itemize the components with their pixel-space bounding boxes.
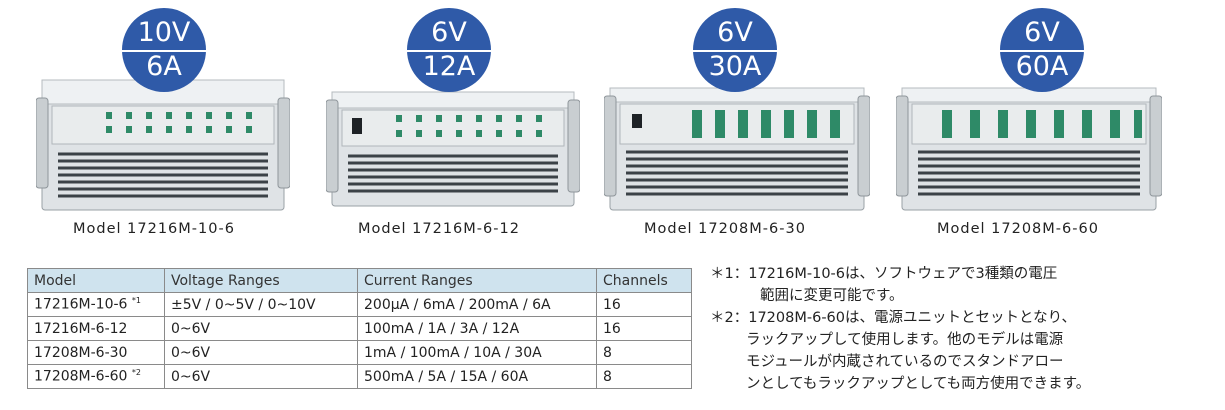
spec-badge: 6V 30A — [693, 8, 777, 92]
cell-voltage: 0~6V — [164, 316, 358, 341]
cell-model: 17208M-6-60 *2 — [27, 364, 165, 389]
badge-current: 6A — [146, 51, 182, 82]
footnote-mark: *1 — [131, 296, 141, 306]
footnote-2-line: ＊2：17208M-6-60は、電源ユニットとセットとなり、 — [710, 310, 1076, 326]
cell-model: 17216M-10-6 *1 — [27, 292, 165, 317]
instrument-image — [896, 82, 1162, 214]
badge-divider — [122, 50, 206, 52]
spec-badge: 6V 12A — [407, 8, 491, 92]
badge-current: 60A — [1015, 51, 1069, 82]
table-row: 17216M-6-12 0~6V 100mA / 1A / 3A / 12A 1… — [27, 316, 692, 341]
badge-divider — [407, 50, 491, 52]
footnote-2-line: ラックアップして使用します。他のモデルは電源 — [746, 332, 1064, 348]
table-row: 17208M-6-60 *2 0~6V 500mA / 5A / 15A / 6… — [27, 364, 692, 389]
cell-channels: 8 — [596, 364, 692, 389]
column-header-current: Current Ranges — [357, 268, 597, 293]
instrument-image — [604, 82, 870, 214]
cell-voltage: ±5V / 0~5V / 0~10V — [164, 292, 358, 317]
cell-channels: 8 — [596, 340, 692, 365]
column-header-channels: Channels — [596, 268, 692, 293]
spec-table: Model Voltage Ranges Current Ranges Chan… — [27, 268, 692, 389]
cell-current: 1mA / 100mA / 10A / 30A — [357, 340, 597, 365]
footnote-2-line: モジュールが内蔵されているのでスタンドアロー — [746, 354, 1064, 370]
badge-current: 30A — [708, 51, 762, 82]
table-header-row: Model Voltage Ranges Current Ranges Chan… — [27, 268, 692, 293]
table-row: 17216M-10-6 *1 ±5V / 0~5V / 0~10V 200μA … — [27, 292, 692, 317]
cell-current: 100mA / 1A / 3A / 12A — [357, 316, 597, 341]
cell-channels: 16 — [596, 292, 692, 317]
column-header-voltage: Voltage Ranges — [164, 268, 358, 293]
badge-voltage: 6V — [717, 17, 753, 48]
badge-current: 12A — [422, 51, 476, 82]
cell-model: 17208M-6-30 — [27, 340, 165, 365]
footnotes: ＊1：17216M-10-6は、ソフトウェアで3種類の電圧 範囲に変更可能です。… — [710, 263, 1090, 395]
footnote-1-line: 範囲に変更可能です。 — [760, 288, 904, 304]
cell-model: 17216M-6-12 — [27, 316, 165, 341]
spec-badge: 6V 60A — [1000, 8, 1084, 92]
cell-channels: 16 — [596, 316, 692, 341]
badge-voltage: 10V — [137, 17, 191, 48]
footnote-2-line: ンとしてもラックアップとしても両方使用できます。 — [746, 376, 1091, 392]
cell-current: 500mA / 5A / 15A / 60A — [357, 364, 597, 389]
instrument-image — [36, 72, 290, 214]
instrument-image — [326, 86, 580, 210]
model-caption: Model 17216M-10-6 — [73, 221, 235, 237]
model-caption: Model 17208M-6-60 — [937, 221, 1099, 237]
footnote-mark: *2 — [131, 368, 141, 378]
badge-divider — [693, 50, 777, 52]
model-caption: Model 17216M-6-12 — [358, 221, 520, 237]
table-row: 17208M-6-30 0~6V 1mA / 100mA / 10A / 30A… — [27, 340, 692, 365]
cell-current: 200μA / 6mA / 200mA / 6A — [357, 292, 597, 317]
cell-voltage: 0~6V — [164, 340, 358, 365]
spec-badge: 10V 6A — [122, 8, 206, 92]
badge-divider — [1000, 50, 1084, 52]
badge-voltage: 6V — [1024, 17, 1060, 48]
cell-voltage: 0~6V — [164, 364, 358, 389]
model-caption: Model 17208M-6-30 — [644, 221, 806, 237]
badge-voltage: 6V — [431, 17, 467, 48]
footnote-1-line: ＊1：17216M-10-6は、ソフトウェアで3種類の電圧 — [710, 266, 1058, 282]
column-header-model: Model — [27, 268, 165, 293]
